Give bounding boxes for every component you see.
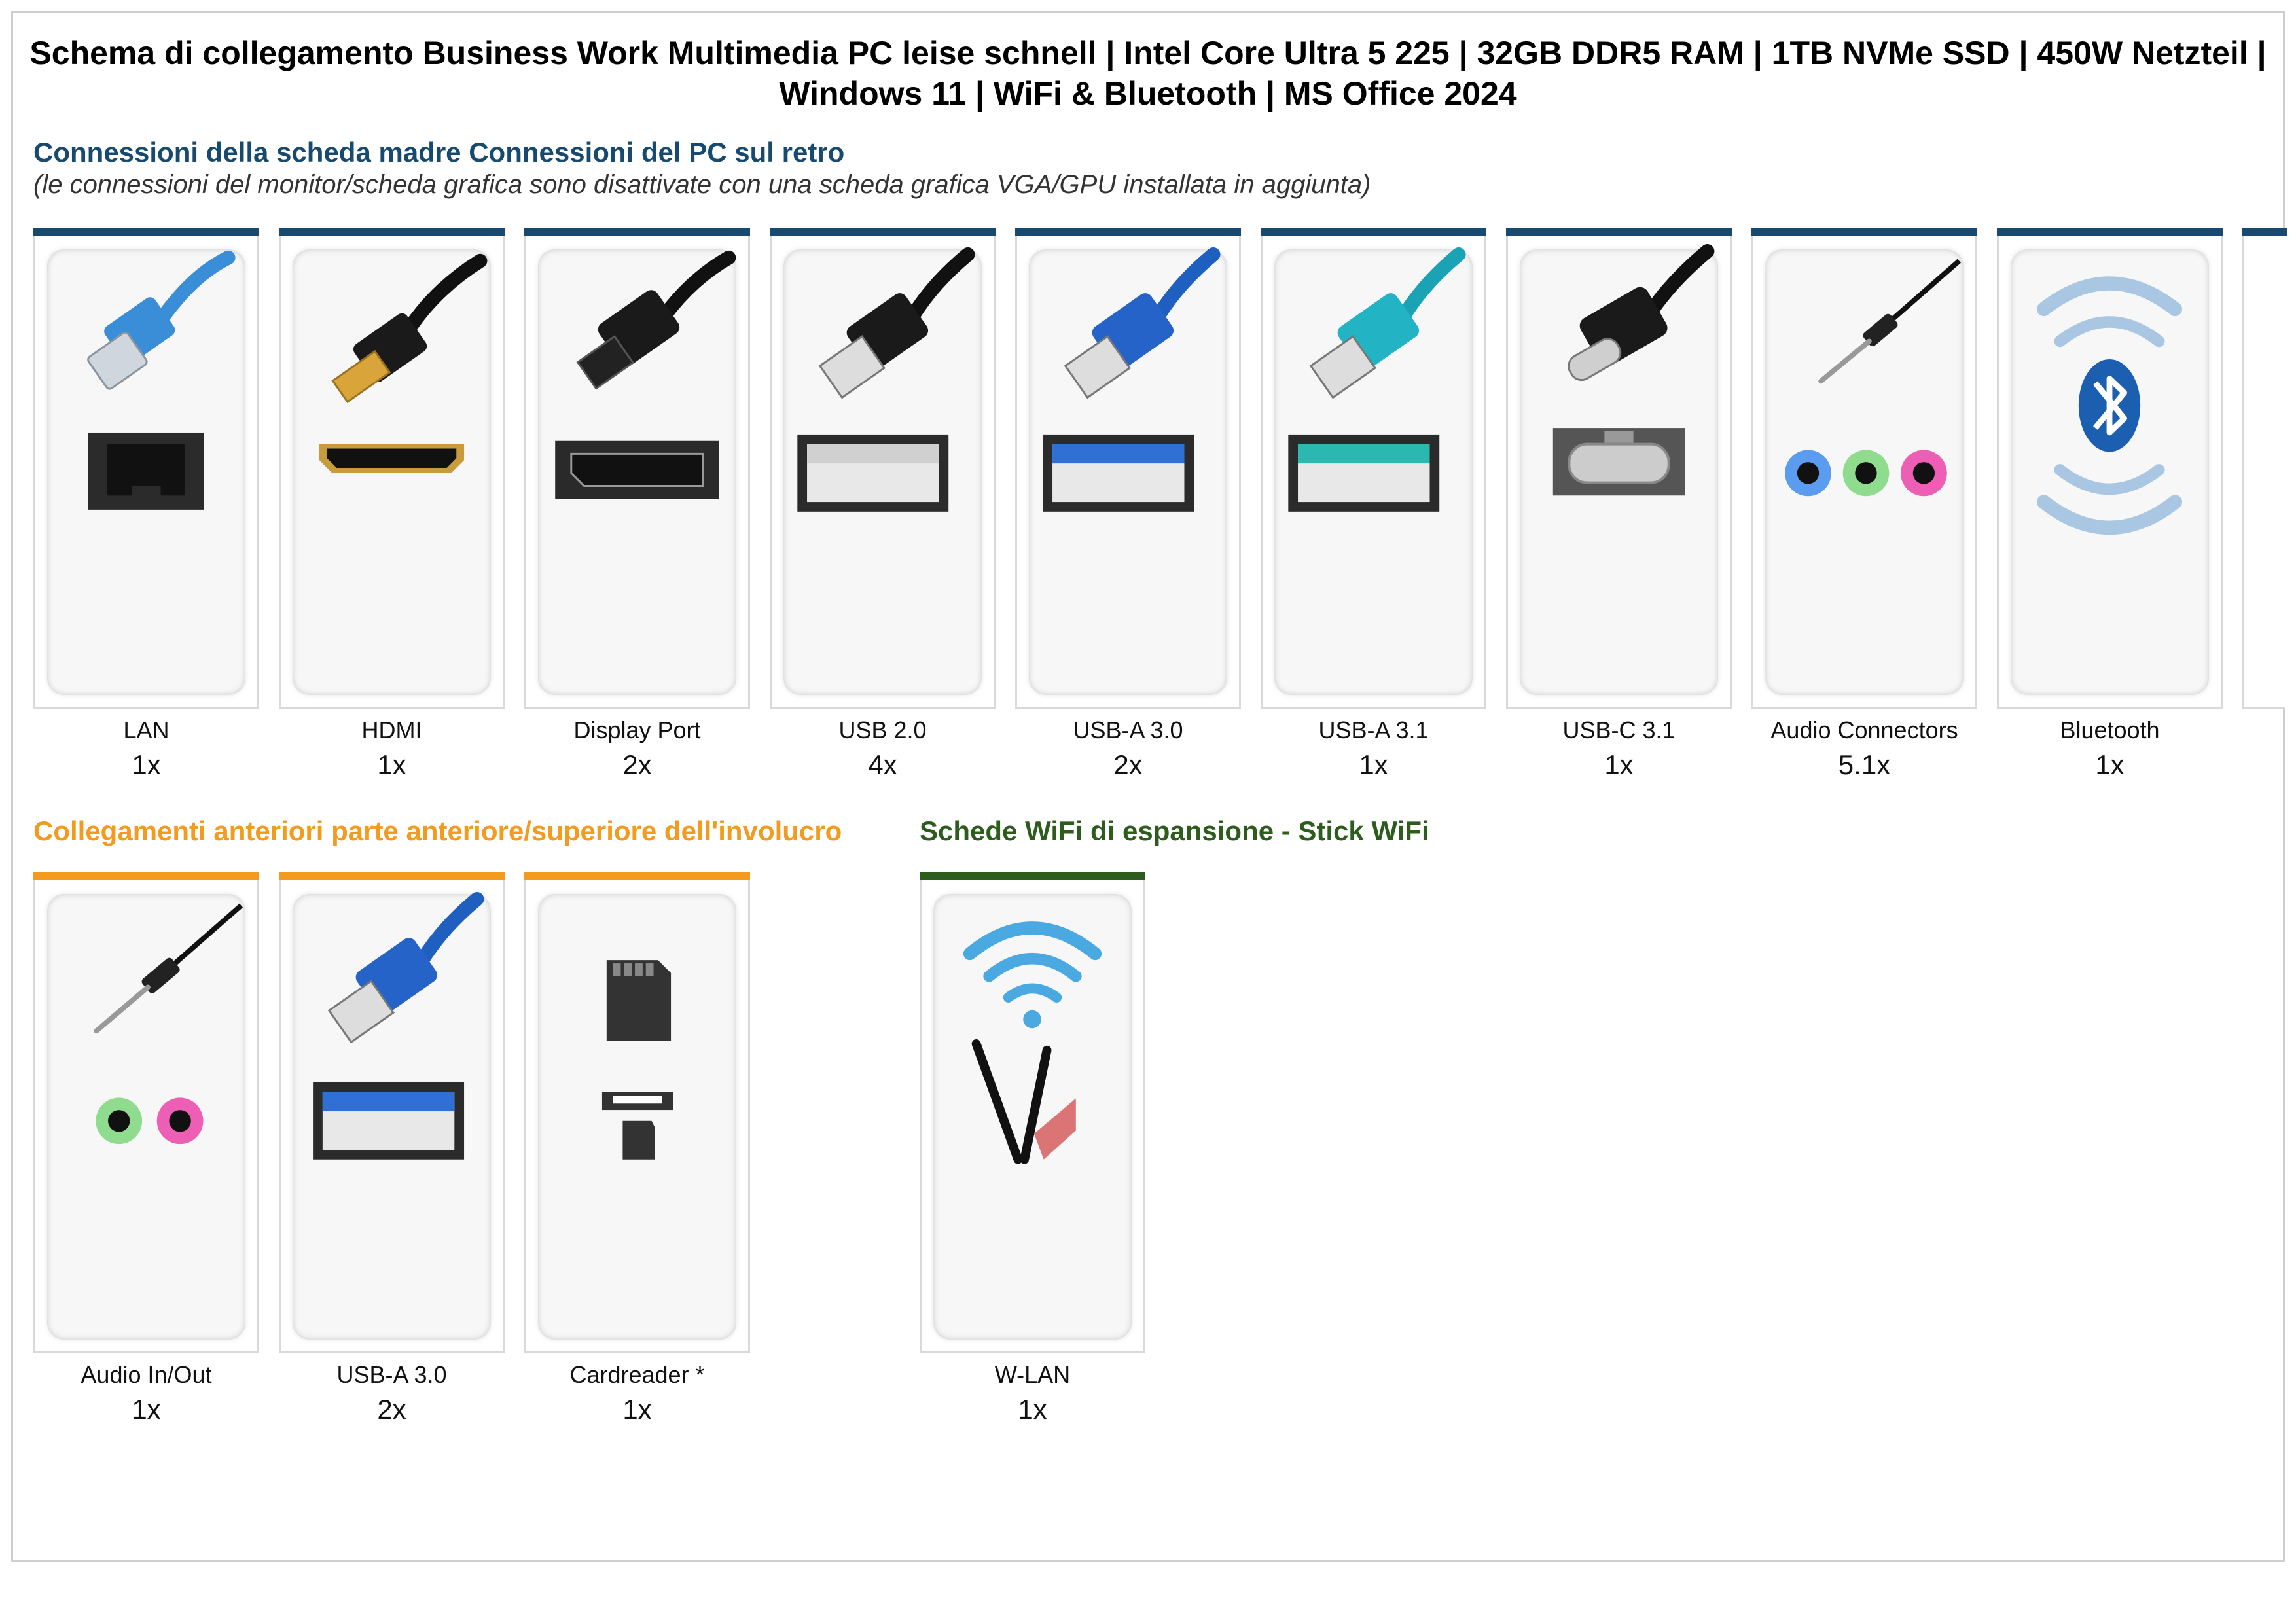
card-count: 1x	[132, 749, 161, 780]
card-top-bar	[920, 872, 1145, 880]
card-top-bar	[1015, 228, 1241, 236]
card-top-bar	[770, 228, 996, 236]
usb-a-3-1-icon	[1288, 247, 1466, 512]
card-label: Bluetooth	[2060, 717, 2160, 743]
card-label: HDMI	[361, 717, 422, 743]
card-count: 1x	[1018, 1394, 1047, 1425]
card-top-bar	[33, 228, 259, 236]
card-top-bar	[524, 228, 750, 236]
card-top-bar	[33, 872, 259, 880]
card-audio-connectors	[1751, 228, 1977, 709]
page-frame	[11, 11, 2285, 1562]
rear-heading: Connessioni della scheda madre Connessio…	[33, 137, 845, 168]
card-wlan	[920, 872, 1145, 1353]
card-top-bar	[1506, 228, 1732, 236]
card-count: 2x	[377, 1394, 406, 1425]
displayport-icon	[555, 250, 736, 499]
card-count: 1x	[622, 1394, 652, 1425]
card-label: LAN	[123, 717, 170, 743]
card-label: USB-A 3.1	[1318, 717, 1429, 743]
card-count: 4x	[868, 749, 897, 780]
card-label: Audio Connectors	[1770, 717, 1958, 743]
page-title: Schema di collegamento Business Work Mul…	[29, 35, 2267, 112]
card-displayport	[524, 228, 750, 709]
card-lan	[33, 228, 259, 709]
card-top-bar	[1261, 228, 1486, 236]
card-top-bar	[2242, 228, 2287, 236]
card-count: 2x	[1113, 749, 1143, 780]
card-label: Audio In/Out	[81, 1361, 212, 1388]
card-usb-c	[1506, 228, 1732, 709]
card-panel	[47, 894, 245, 1340]
card-usb-2	[770, 228, 996, 709]
usb-c-icon	[1552, 244, 1715, 496]
front-heading: Collegamenti anteriori parte anteriore/s…	[33, 815, 842, 846]
card-label: USB-A 3.0	[1073, 717, 1183, 743]
card-count: 1x	[132, 1394, 161, 1425]
lan-icon	[87, 250, 236, 510]
card-count: 1x	[1604, 749, 1634, 780]
usb-a-3-0-icon	[313, 891, 484, 1160]
card-audio-in-out	[33, 872, 259, 1353]
usb-a-3-0-icon	[1043, 247, 1221, 512]
card-cardreader	[524, 872, 750, 1353]
card-label: USB 2.0	[838, 717, 927, 743]
card-count: 1x	[2095, 749, 2125, 780]
card-label: Display Port	[573, 717, 701, 743]
card-count: 2x	[622, 749, 652, 780]
card-top-bar	[279, 872, 505, 880]
rear-note: (le connessioni del monitor/scheda grafi…	[33, 170, 1371, 199]
card-hdmi	[279, 228, 505, 709]
wifi-icon	[963, 921, 1102, 1164]
usb-2-icon	[797, 247, 975, 512]
card-partial	[2242, 228, 2287, 709]
card-bluetooth	[1997, 228, 2223, 709]
bluetooth-icon	[2036, 276, 2183, 535]
card-count: 1x	[377, 749, 406, 780]
card-top-bar	[1751, 228, 1977, 236]
audio-connectors-icon	[1785, 259, 1962, 497]
card-top-bar	[1997, 228, 2223, 236]
hdmi-icon	[319, 253, 488, 473]
card-top-bar	[279, 228, 505, 236]
card-label: W-LAN	[994, 1361, 1071, 1388]
card-usb-a-3-1	[1261, 228, 1486, 709]
card-label: Cardreader *	[569, 1361, 705, 1388]
card-label: USB-A 3.0	[336, 1361, 447, 1388]
card-front-usb-a-3-0	[279, 872, 505, 1353]
sd-card-icon	[601, 960, 673, 1160]
card-top-bar	[524, 872, 750, 880]
card-count: 5.1x	[1838, 749, 1891, 780]
audio-jack-icon	[94, 903, 243, 1145]
card-count: 1x	[1359, 749, 1388, 780]
card-usb-a-3-0	[1015, 228, 1241, 709]
wifi-heading: Schede WiFi di espansione - Stick WiFi	[920, 815, 1429, 846]
card-label: USB-C 3.1	[1562, 717, 1676, 743]
